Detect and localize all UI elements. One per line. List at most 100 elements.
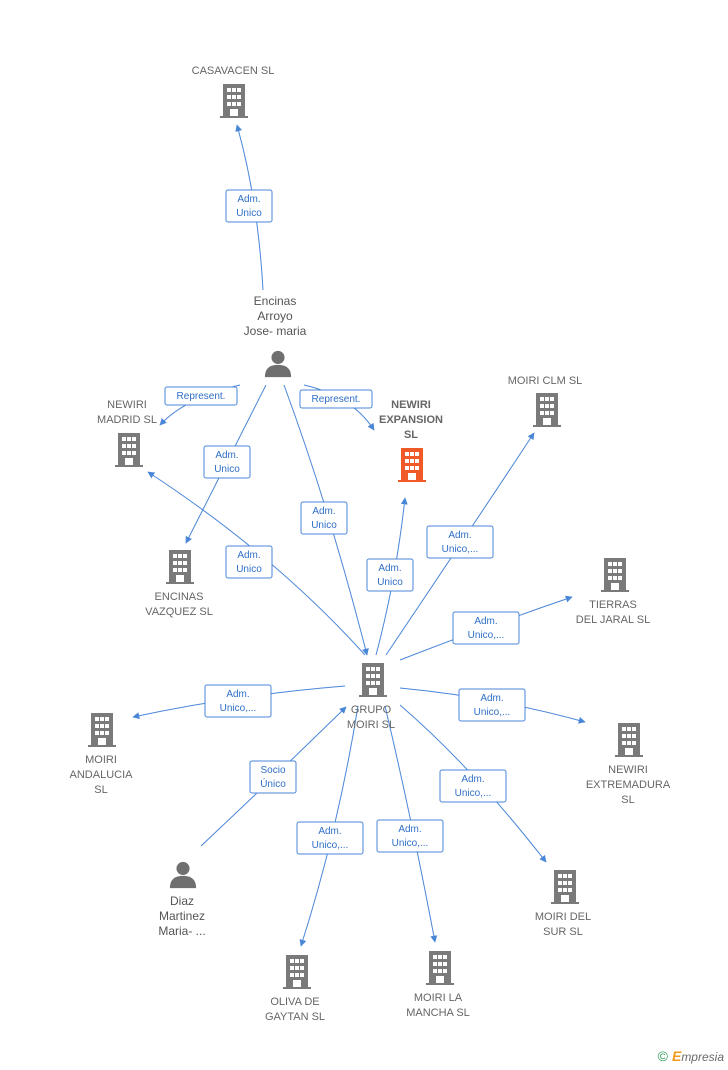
edge-label-box[interactable] (299, 389, 373, 409)
edge-label-box[interactable] (300, 501, 348, 535)
edge-label-text: Socio (260, 765, 285, 776)
edge-label-text: Adm. (312, 506, 335, 517)
edge-label-box[interactable] (204, 684, 272, 718)
edge-label-text: Represent. (312, 394, 361, 405)
edge-label-text: Adm. (378, 563, 401, 574)
node-label: GRUPO (351, 704, 392, 716)
edge-encinas_arroyo-to-encinas_vazquez: Adm.Unico (185, 384, 267, 544)
node-label: MOIRI SL (347, 719, 395, 731)
edge-encinas_arroyo-to-newiri_expansion: Represent. (299, 384, 375, 431)
building-icon (398, 448, 426, 482)
edge-label-text: Único (260, 777, 286, 790)
node-label: Martinez (159, 909, 205, 923)
edge-encinas_arroyo-to-newiri_madrid: Represent. (159, 384, 241, 426)
node-label: TIERRAS (589, 599, 637, 611)
node-label: SL (94, 784, 107, 796)
edge-label-text: Represent. (177, 391, 226, 402)
edge-label-box[interactable] (225, 189, 273, 223)
node-label: OLIVA DE (270, 996, 319, 1008)
node-label: DEL JARAL SL (576, 614, 650, 626)
node-moiri-la-mancha[interactable]: MOIRI LA MANCHA SL (406, 951, 470, 1019)
node-moiri-clm[interactable]: MOIRI CLM SL (508, 375, 583, 427)
edge-encinas_arroyo-to-casavacen: Adm.Unico (225, 124, 273, 291)
node-label: VAZQUEZ SL (145, 606, 213, 618)
edge-grupo_moiri-to-oliva_gaytan: Adm. Unico,... (296, 705, 364, 947)
node-label: NEWIRI (391, 399, 431, 411)
node-label: CASAVACEN SL (192, 65, 275, 77)
edge-grupo_moiri-to-newiri_madrid: Adm. Unico (147, 471, 366, 656)
edge-grupo_moiri-to-moiri_del_sur: Adm. Unico,... (399, 704, 547, 863)
node-label: MOIRI CLM SL (508, 375, 583, 387)
edge-label-text: Unico (311, 520, 337, 531)
building-icon (88, 713, 116, 747)
node-label: NEWIRI (107, 399, 147, 411)
building-icon (615, 723, 643, 757)
edge-label-text: Adm. (474, 616, 497, 627)
edge-grupo_moiri-to-moiri_la_mancha: Adm.Unico,... (376, 705, 444, 943)
node-label: SL (621, 794, 634, 806)
building-icon (533, 393, 561, 427)
edge-label-box[interactable] (203, 445, 251, 479)
edge-encinas_arroyo-to-grupo_moiri: Adm. Unico (283, 384, 369, 656)
node-newiri-expansion[interactable]: NEWIRI EXPANSION SL (379, 399, 443, 482)
edge-label-box[interactable] (426, 525, 494, 559)
edge-label-box[interactable] (458, 688, 526, 722)
node-label: Encinas (254, 294, 297, 308)
node-label: MOIRI LA (414, 992, 463, 1004)
edge-label-text: Adm. (237, 194, 260, 205)
edge-label-box[interactable] (296, 821, 364, 855)
node-label: MOIRI DEL (535, 911, 591, 923)
edge-grupo_moiri-to-moiri_clm: Adm.Unico,... (385, 432, 535, 656)
node-label: Jose- maria (244, 324, 307, 338)
edge-label-text: Unico,... (474, 707, 511, 718)
building-icon (551, 870, 579, 904)
edge-label-text: Unico,... (220, 703, 257, 714)
building-icon (283, 955, 311, 989)
edge-label-text: Adm. (398, 824, 421, 835)
edge-label-text: Unico (236, 564, 262, 575)
edge-label-box[interactable] (439, 769, 507, 803)
node-diaz-martinez[interactable]: DiazMartinezMaria- ... (158, 861, 206, 938)
node-grupo-moiri[interactable]: GRUPO MOIRI SL (347, 663, 395, 731)
edge-label-text: Adm. (480, 693, 503, 704)
node-label: Maria- ... (158, 924, 205, 938)
person-icon (169, 861, 197, 889)
edge-label-box[interactable] (164, 386, 238, 406)
edge-label-box[interactable] (366, 558, 414, 592)
node-label: EXTREMADURA (586, 779, 671, 791)
edge-label-text: Unico (377, 577, 403, 588)
node-label: NEWIRI (608, 764, 648, 776)
node-label: EXPANSION (379, 414, 443, 426)
node-newiri-extremadura[interactable]: NEWIRI EXTREMADURA SL (586, 723, 671, 806)
edge-label-box[interactable] (376, 819, 444, 853)
building-icon (220, 84, 248, 118)
edge-grupo_moiri-to-newiri_expansion: Adm. Unico (366, 497, 414, 656)
node-label: MANCHA SL (406, 1007, 470, 1019)
edge-label-text: Adm. (448, 530, 471, 541)
node-tierras-jaral[interactable]: TIERRAS DEL JARAL SL (576, 558, 650, 626)
edge-label-box[interactable] (225, 545, 273, 579)
edge-label-text: Unico,... (312, 840, 349, 851)
edge-label-box[interactable] (452, 611, 520, 645)
brand-name: mpresia (681, 1050, 724, 1064)
node-label: SL (404, 429, 418, 441)
edge-grupo_moiri-to-moiri_andalucia: Adm.Unico,... (132, 684, 346, 720)
brand-watermark: ©Empresia (658, 1048, 724, 1064)
edge-label-text: Adm. (215, 450, 238, 461)
edge-label-text: Adm. (461, 774, 484, 785)
copyright-icon: © (657, 1048, 668, 1064)
node-casavacen[interactable]: CASAVACEN SL (192, 65, 275, 118)
node-label: ANDALUCIA (70, 769, 134, 781)
building-icon (359, 663, 387, 697)
node-label: Diaz (170, 894, 194, 908)
edge-label-text: Adm. (318, 826, 341, 837)
edge-label-box[interactable] (249, 760, 297, 794)
